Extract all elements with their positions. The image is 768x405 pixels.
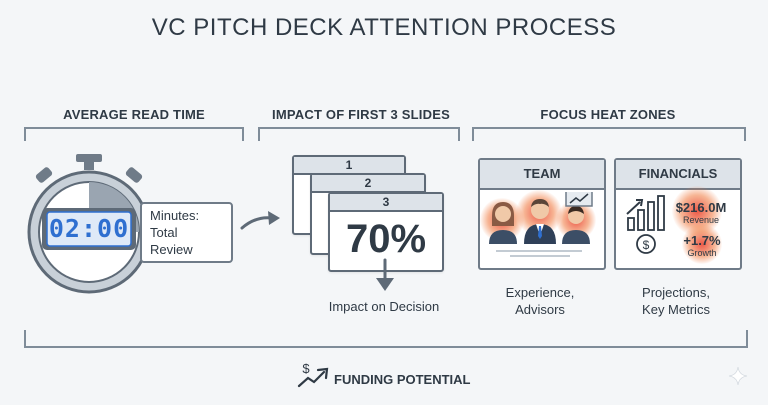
funding-potential-label: FUNDING POTENTIAL xyxy=(334,372,471,387)
curved-arrow-icon xyxy=(240,211,280,230)
bracket-read-time xyxy=(24,127,244,141)
section-heading-first-slides: IMPACT OF FIRST 3 SLIDES xyxy=(272,107,450,122)
svg-text:$: $ xyxy=(302,361,310,376)
financials-caption-line1: Projections, xyxy=(642,285,710,300)
financials-heat-zone-2 xyxy=(682,224,722,264)
financials-caption: Projections, Key Metrics xyxy=(614,284,738,318)
slide-3: 3 70% xyxy=(328,192,444,272)
read-time-label-line2: Total Review xyxy=(150,225,193,257)
read-time-label-line1: Minutes: xyxy=(150,208,200,223)
section-heading-read-time: AVERAGE READ TIME xyxy=(63,107,205,122)
slide-3-number: 3 xyxy=(330,194,442,212)
read-time-label: Minutes: Total Review xyxy=(140,202,233,263)
revenue-label: Revenue xyxy=(682,215,720,225)
svg-text:$: $ xyxy=(643,238,650,252)
financials-card-title: FINANCIALS xyxy=(616,160,740,190)
stopwatch-icon xyxy=(27,154,151,294)
team-caption-line2: Advisors xyxy=(515,302,565,317)
revenue-value: $216.0M xyxy=(675,200,727,215)
growth-value: +1.7% xyxy=(683,233,721,248)
team-card-title: TEAM xyxy=(480,160,604,190)
financials-caption-line2: Key Metrics xyxy=(642,302,710,317)
team-caption-line1: Experience, xyxy=(505,285,575,300)
bar-chart-growth-icon: $ xyxy=(626,195,665,254)
slide-2-number: 2 xyxy=(312,175,424,193)
timer-display: 02:00 xyxy=(48,214,130,243)
sparkle-icon xyxy=(728,366,748,386)
bracket-first-slides xyxy=(258,127,460,141)
section-heading-heat-zones: FOCUS HEAT ZONES xyxy=(540,107,676,122)
growth-label: Growth xyxy=(687,248,717,258)
funding-growth-icon: $ xyxy=(297,361,329,388)
page-title: VC PITCH DECK ATTENTION PROCESS xyxy=(151,14,617,41)
impact-percent: 70% xyxy=(345,217,427,261)
down-arrow-icon xyxy=(376,258,394,291)
bracket-heat-zones xyxy=(472,127,746,141)
impact-caption: Impact on Decision xyxy=(328,299,440,314)
team-people-icon xyxy=(489,192,593,257)
bottom-bracket xyxy=(24,330,748,348)
team-caption: Experience, Advisors xyxy=(478,284,602,318)
